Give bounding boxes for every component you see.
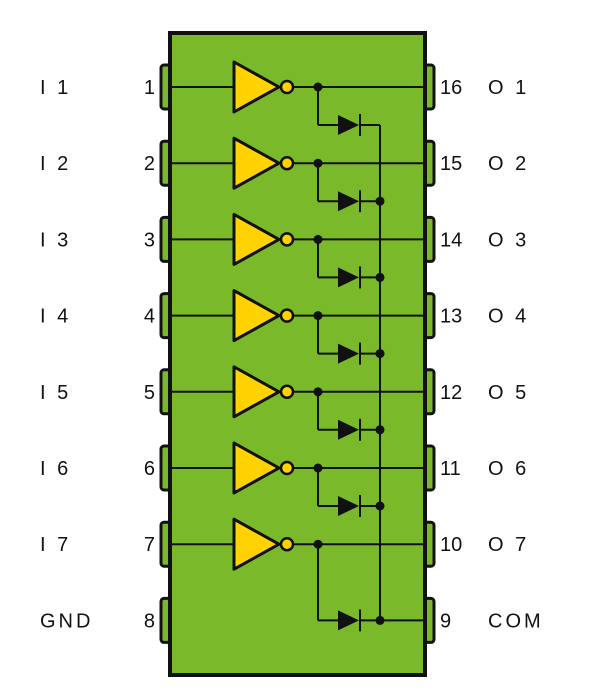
right-pin-label: O 7: [488, 534, 529, 556]
inverter-bubble: [279, 232, 295, 247]
left-pin-number: 3: [144, 229, 155, 251]
inverter-gate: [232, 136, 281, 190]
inverter-gate: [232, 212, 281, 266]
inverter-bubble: [279, 308, 295, 323]
right-pin-number: 9: [440, 610, 451, 632]
right-pin-number: 16: [440, 77, 462, 99]
right-pin-label: O 6: [488, 458, 529, 480]
right-pin-label: O 3: [488, 229, 529, 251]
left-pin-label: I 5: [40, 382, 71, 404]
right-pin-number: 13: [440, 306, 462, 328]
left-pin-label: I 1: [40, 77, 71, 99]
junction-dot: [375, 196, 385, 206]
diode-symbol: [338, 267, 359, 288]
left-pin-number: 5: [144, 382, 155, 404]
left-pin-number: 7: [144, 534, 155, 556]
right-pin-label: O 4: [488, 306, 529, 328]
left-pin-label: I 4: [40, 306, 71, 328]
left-pin-number: 4: [144, 306, 155, 328]
left-pin-label: I 7: [40, 534, 71, 556]
right-pin-number: 15: [440, 153, 462, 175]
inverter-bubble: [279, 155, 295, 171]
diode-symbol: [338, 496, 359, 516]
diode-symbol: [338, 610, 359, 631]
left-pin-number: 1: [144, 77, 155, 99]
junction-dot: [375, 425, 385, 435]
inverter-bubble: [279, 460, 295, 476]
right-pin-number: 14: [440, 229, 462, 251]
ic-body: [168, 31, 427, 677]
left-pin-number: 8: [144, 610, 155, 632]
left-pin-number: 6: [144, 458, 155, 480]
inverter-gate: [232, 441, 281, 495]
inverter-bubble: [279, 79, 295, 95]
left-pin-label: GND: [40, 610, 93, 632]
right-pin-label: COM: [488, 610, 544, 632]
inverter-gate: [232, 517, 281, 571]
right-pin-number: 11: [440, 458, 461, 480]
right-pin-label: O 5: [488, 382, 529, 404]
diode-symbol: [338, 115, 359, 135]
diode-symbol: [338, 343, 359, 364]
left-pin-number: 2: [144, 153, 155, 175]
diode-symbol: [338, 191, 359, 212]
inverter-gate: [232, 289, 281, 343]
junction-dot: [375, 349, 385, 359]
right-pin-number: 12: [440, 382, 462, 404]
left-pin-label: I 2: [40, 153, 71, 175]
left-pin-label: I 3: [40, 229, 71, 251]
inverter-gate: [232, 60, 281, 114]
inverter-bubble: [279, 384, 295, 400]
right-pin-label: O 1: [488, 77, 529, 99]
diode-symbol: [338, 419, 359, 440]
right-pin-number: 10: [440, 534, 462, 556]
inverter-bubble: [279, 536, 295, 552]
inverter-gate: [232, 365, 281, 419]
left-pin-label: I 6: [40, 458, 71, 480]
right-pin-label: O 2: [488, 153, 529, 175]
junction-dot: [375, 272, 385, 282]
junction-dot: [375, 501, 385, 511]
